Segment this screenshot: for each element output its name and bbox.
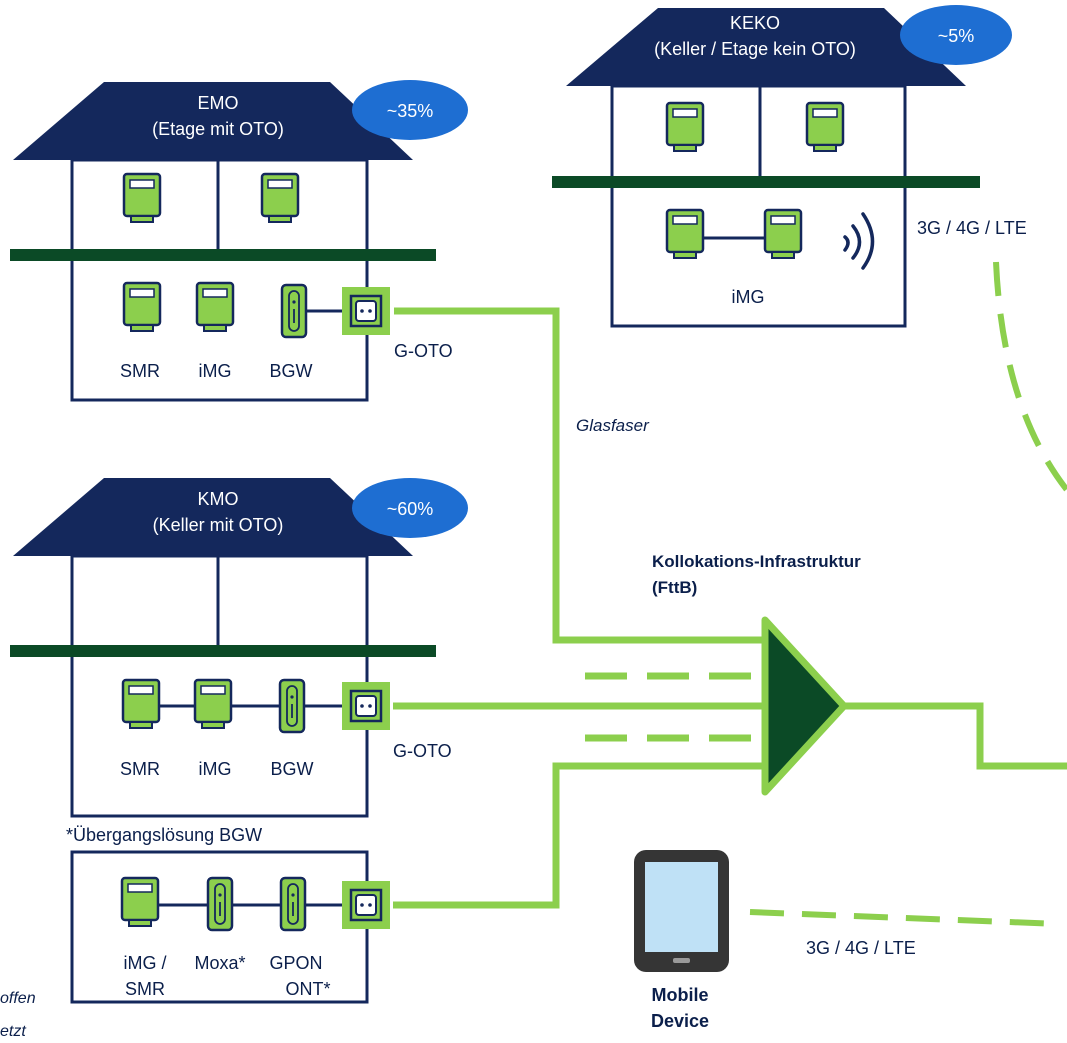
meter-icon xyxy=(665,208,705,260)
meter-icon xyxy=(805,101,845,153)
footnote-line1: offen xyxy=(0,990,36,1007)
fiber-line-transition xyxy=(393,762,772,909)
transition-box: iMG / SMR Moxa* GPON ONT* xyxy=(70,850,392,1004)
share-badge-keko xyxy=(900,5,1012,65)
roof-kmo xyxy=(13,478,413,556)
gateway-icon xyxy=(278,678,306,734)
meter-icon xyxy=(260,172,300,224)
tablet-icon xyxy=(634,850,729,972)
transition-label: *Übergangslösung BGW xyxy=(66,825,262,845)
share-badge-kmo xyxy=(352,478,468,538)
house-kmo: KMO (Keller mit OTO) ~60% SMR iMG BGW G-… xyxy=(10,478,468,845)
share-badge-emo xyxy=(352,80,468,140)
emo-title: EMO xyxy=(197,93,238,113)
meter-icon xyxy=(665,101,705,153)
transition-device-moxa: Moxa* xyxy=(194,953,245,973)
kmo-subtitle: (Keller mit OTO) xyxy=(153,515,284,535)
mobile-device: Mobile Device 3G / 4G / LTE xyxy=(634,850,916,1031)
fiber-line-emo xyxy=(394,307,772,644)
share-kmo: ~60% xyxy=(387,499,434,519)
house-keko: KEKO (Keller / Etage kein OTO) ~5% iMG 3… xyxy=(552,5,1027,328)
roof-keko xyxy=(566,8,966,86)
transition-device-img-smr: iMG / xyxy=(124,953,167,973)
wireless-signal-icon xyxy=(843,212,875,270)
kmo-device-img: iMG xyxy=(199,759,232,779)
share-keko: ~5% xyxy=(938,26,975,46)
floor-separator-emo xyxy=(10,249,436,261)
connections xyxy=(393,261,1067,927)
footnote-line2: etzt xyxy=(0,1023,26,1040)
emo-oto-label: G-OTO xyxy=(394,341,453,361)
keko-title: KEKO xyxy=(730,13,780,33)
infrastructure-subtitle: (FttB) xyxy=(652,578,697,597)
transition-device-img-smr-2: SMR xyxy=(125,979,165,999)
kmo-oto-label: G-OTO xyxy=(393,741,452,761)
gateway-icon xyxy=(279,876,307,932)
mobile-label-line2: Device xyxy=(651,1011,709,1031)
wireless-dashed-mobile xyxy=(749,909,1061,927)
emo-device-img: iMG xyxy=(199,361,232,381)
kmo-device-smr: SMR xyxy=(120,759,160,779)
share-emo: ~35% xyxy=(387,101,434,121)
meter-icon xyxy=(763,208,803,260)
house-emo: EMO (Etage mit OTO) ~35% SMR iMG BGW G-O… xyxy=(10,80,468,402)
floor-separator-kmo xyxy=(10,645,436,657)
meter-icon xyxy=(122,172,162,224)
transition-device-gpon-2: ONT* xyxy=(286,979,331,999)
meter-icon xyxy=(195,281,235,333)
fiber-line-output xyxy=(842,702,1067,770)
meter-icon xyxy=(120,876,160,928)
floor-separator-keko xyxy=(552,176,980,188)
gateway-icon xyxy=(280,283,308,339)
fiber-label: Glasfaser xyxy=(576,416,650,435)
roof-emo xyxy=(13,82,413,160)
meter-icon xyxy=(121,678,161,730)
meter-icon xyxy=(193,678,233,730)
kmo-device-bgw: BGW xyxy=(271,759,314,779)
emo-device-smr: SMR xyxy=(120,361,160,381)
mobile-wireless-label: 3G / 4G / LTE xyxy=(806,938,916,958)
emo-subtitle: (Etage mit OTO) xyxy=(152,119,284,139)
transition-device-gpon: GPON xyxy=(269,953,322,973)
emo-device-bgw: BGW xyxy=(270,361,313,381)
fiber-socket-icon xyxy=(340,285,392,337)
fiber-socket-icon xyxy=(340,879,392,931)
keko-subtitle: (Keller / Etage kein OTO) xyxy=(654,39,856,59)
triangle-node-icon xyxy=(761,616,848,796)
kmo-title: KMO xyxy=(197,489,238,509)
wireless-dashed-keko xyxy=(993,261,1067,492)
mobile-label-line1: Mobile xyxy=(652,985,709,1005)
gateway-icon xyxy=(206,876,234,932)
fiber-socket-icon xyxy=(340,680,392,732)
keko-wireless-label: 3G / 4G / LTE xyxy=(917,218,1027,238)
meter-icon xyxy=(122,281,162,333)
infrastructure-title: Kollokations-Infrastruktur xyxy=(652,552,861,571)
keko-device-img: iMG xyxy=(732,287,765,307)
